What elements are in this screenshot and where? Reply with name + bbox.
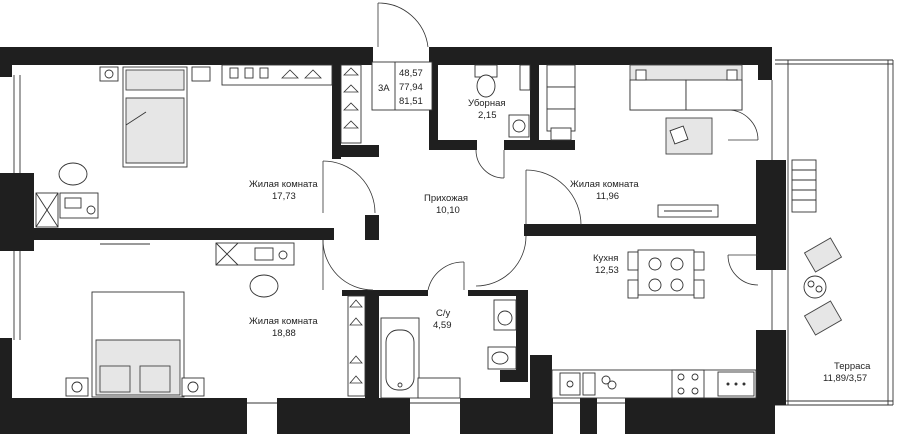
walls: [0, 47, 786, 434]
dining-table: [637, 249, 695, 296]
kitchen-furniture: [551, 249, 757, 399]
room-name-hallway: Прихожая: [424, 193, 468, 204]
kitchen-counter: [551, 369, 757, 399]
apartment-type-code: 3А: [378, 83, 390, 94]
doors: [322, 2, 759, 291]
room-area-bedroom-bottom: 18,88: [272, 328, 296, 339]
apartment-area-total: 77,94: [399, 82, 423, 93]
bedroom-top-furniture: [35, 64, 362, 228]
terrace-sunbed: [791, 159, 817, 213]
apartment-area-with-terrace: 81,51: [399, 96, 423, 107]
room-area-hallway: 10,10: [436, 205, 460, 216]
room-area-living: 11,96: [596, 191, 619, 202]
room-name-living: Жилая комната: [570, 179, 639, 190]
wardrobe-top: [221, 64, 333, 86]
fixtures: [380, 64, 576, 399]
living-furniture: [629, 64, 743, 218]
terrace-chair-top: [803, 237, 843, 273]
room-name-kitchen: Кухня: [593, 253, 618, 264]
room-area-kitchen: 12,53: [595, 265, 619, 276]
room-name-toilet: Уборная: [468, 98, 506, 109]
toilet-sink: [508, 114, 530, 138]
room-area-terrace: 11,89/3,57: [823, 373, 867, 384]
apartment-info-box: 3А 48,57 77,94 81,51: [371, 61, 433, 111]
room-name-terrace: Терраса: [834, 361, 871, 372]
terrace: [775, 59, 894, 406]
room-area-bathroom: 4,59: [433, 320, 452, 331]
room-name-bedroom-top: Жилая комната: [249, 179, 318, 190]
room-name-bedroom-bottom: Жилая комната: [249, 316, 318, 327]
bedroom-bottom-furniture: [65, 242, 366, 398]
terrace-table: [803, 275, 827, 299]
room-area-toilet: 2,15: [478, 110, 497, 121]
room-area-bedroom-top: 17,73: [272, 191, 296, 202]
apartment-area-living: 48,57: [399, 68, 423, 79]
terrace-chair-bottom: [803, 300, 843, 336]
room-name-bathroom: С/у: [436, 308, 451, 319]
room-labels: Жилая комната 17,73 Жилая комната 18,88 …: [249, 98, 871, 384]
windows: [13, 75, 773, 404]
